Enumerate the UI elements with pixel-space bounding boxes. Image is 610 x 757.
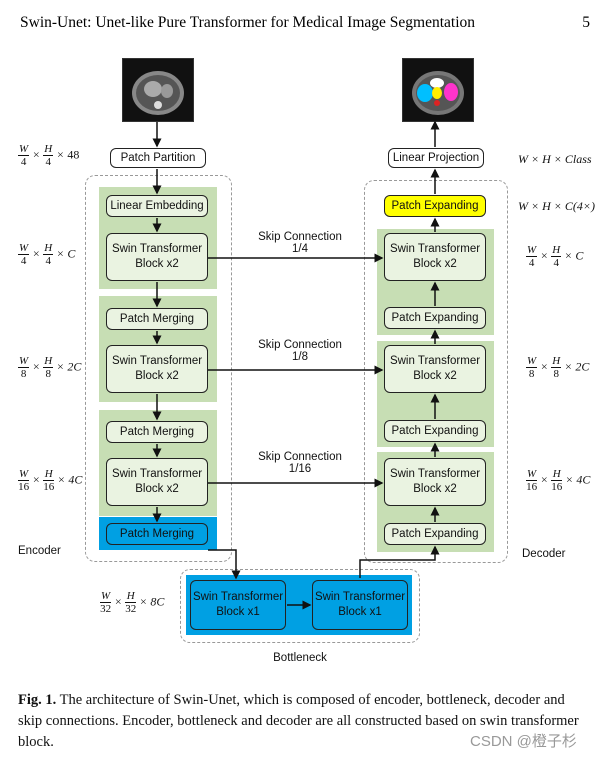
bottleneck-label: Bottleneck — [273, 652, 327, 664]
encoder-container — [85, 175, 232, 562]
watermark: CSDN @橙子杉 — [470, 733, 577, 750]
dim-right-class: W × H × Class — [518, 152, 592, 166]
output-segmentation-image — [402, 58, 474, 122]
encoder-patch-merging-3: Patch Merging — [106, 523, 208, 545]
bottleneck-container — [180, 569, 420, 643]
figure-caption: Fig. 1. The architecture of Swin-Unet, w… — [18, 690, 592, 753]
decoder-patch-expanding-3: Patch Expanding — [384, 523, 486, 545]
encoder-label: Encoder — [18, 545, 61, 557]
caption-text: The architecture of Swin-Unet, which is … — [18, 692, 579, 750]
input-ct-image — [122, 58, 194, 122]
encoder-patch-merging-2: Patch Merging — [106, 421, 208, 443]
encoder-patch-merging-1: Patch Merging — [106, 308, 208, 330]
header-title: Swin-Unet: Unet-like Pure Transformer fo… — [20, 14, 475, 31]
final-patch-expanding-box: Patch Expanding — [384, 195, 486, 217]
page-number: 5 — [582, 14, 590, 31]
decoder-patch-expanding-2: Patch Expanding — [384, 420, 486, 442]
decoder-patch-expanding-1: Patch Expanding — [384, 307, 486, 329]
dim-right-c4: W × H × C(4×) — [518, 199, 595, 213]
linear-projection-box: Linear Projection — [388, 148, 484, 168]
patch-partition-box: Patch Partition — [110, 148, 206, 168]
caption-label: Fig. 1. — [18, 692, 57, 708]
decoder-container — [364, 180, 508, 563]
linear-embedding-box: Linear Embedding — [106, 195, 208, 217]
decoder-label: Decoder — [522, 548, 566, 560]
running-header: Swin-Unet: Unet-like Pure Transformer fo… — [20, 14, 590, 36]
